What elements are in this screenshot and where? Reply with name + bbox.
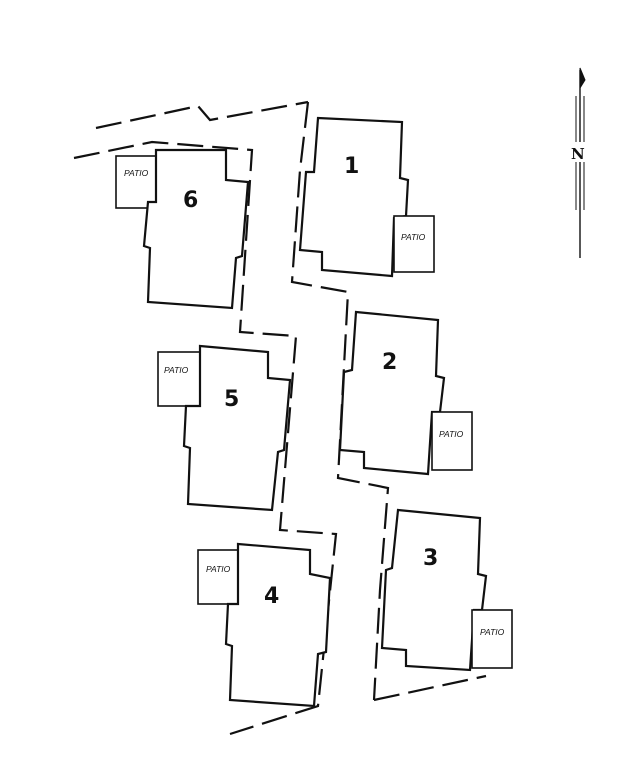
unit-3: 3 PATIO [380, 508, 513, 672]
unit-6-number: 6 [183, 188, 198, 213]
unit-6-patio [115, 155, 157, 209]
unit-1-building [298, 116, 410, 278]
boundary-bottom-right [373, 674, 487, 702]
unit-3-number: 3 [423, 546, 438, 571]
unit-4-number: 4 [264, 584, 279, 609]
unit-5-patio-label: PATIO [164, 365, 189, 375]
unit-3-patio [471, 609, 513, 669]
unit-6-building [142, 148, 250, 310]
unit-1: 1 PATIO [298, 116, 435, 278]
unit-6: PATIO 6 [115, 148, 250, 310]
unit-2-patio-label: PATIO [439, 429, 464, 439]
north-label: N [571, 145, 585, 163]
unit-1-patio-label: PATIO [401, 232, 426, 242]
unit-4-building [224, 542, 332, 708]
unit-2-building [338, 310, 446, 476]
unit-5: PATIO 5 [157, 344, 292, 512]
unit-3-patio-label: PATIO [480, 627, 505, 637]
unit-4-patio [197, 549, 239, 605]
unit-2-patio [431, 411, 473, 471]
unit-6-patio-label: PATIO [124, 168, 149, 178]
unit-4-patio-label: PATIO [206, 564, 231, 574]
unit-5-number: 5 [224, 387, 239, 412]
unit-1-number: 1 [344, 154, 359, 179]
unit-2-number: 2 [382, 350, 397, 375]
unit-5-building [182, 344, 292, 512]
unit-1-patio [393, 215, 435, 273]
unit-4: PATIO 4 [197, 542, 332, 708]
unit-2: 2 PATIO [338, 310, 473, 476]
unit-5-patio [157, 351, 201, 407]
unit-3-building [380, 508, 488, 672]
boundary-top [95, 100, 309, 130]
north-arrow-icon: N [568, 67, 592, 258]
